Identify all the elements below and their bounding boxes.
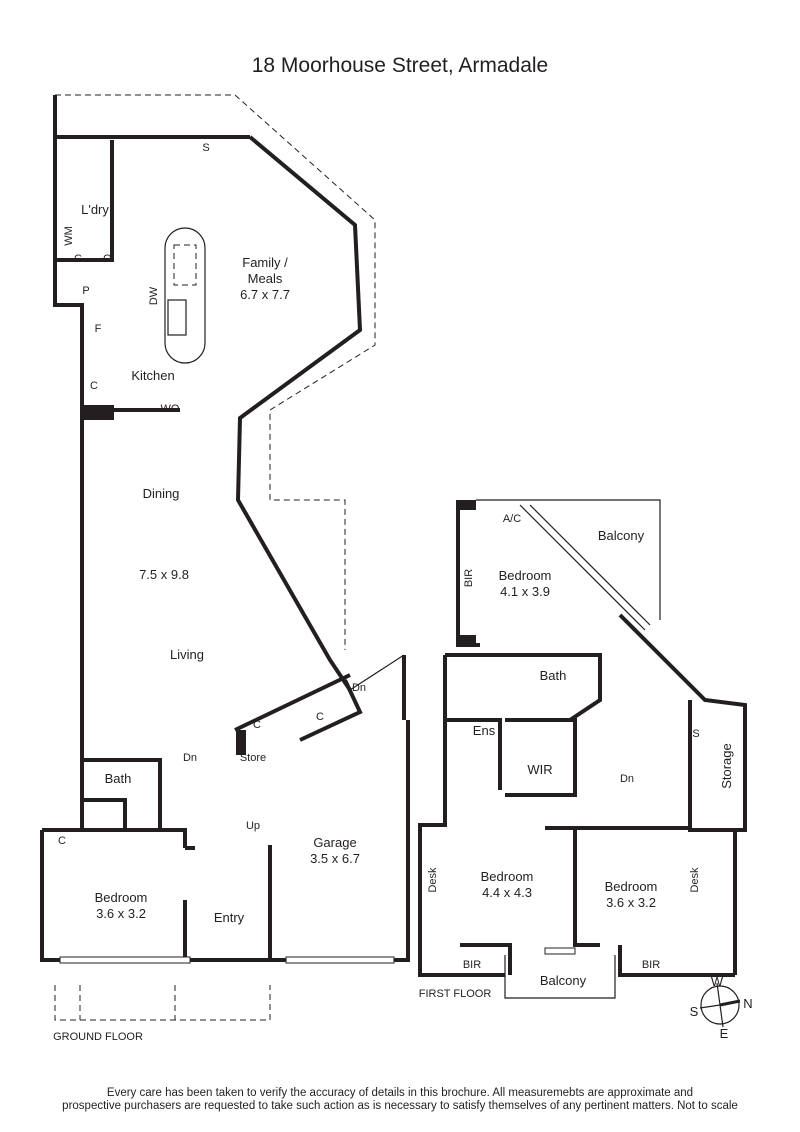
label-cupboard: C xyxy=(103,253,111,265)
room-bath: Bath xyxy=(540,668,567,683)
svg-text:S: S xyxy=(690,1004,699,1019)
room-living-dimensions: 7.5 x 9.8 xyxy=(139,567,189,582)
compass-icon: W N S E xyxy=(690,974,753,1041)
svg-text:N: N xyxy=(743,996,752,1011)
plan-title: 18 Moorhouse Street, Armadale xyxy=(251,54,549,77)
room-kitchen: Kitchen xyxy=(131,368,174,383)
label-wall-oven: WO xyxy=(161,403,180,415)
label-bir: BIR xyxy=(642,959,660,971)
room-wir: WIR xyxy=(527,762,552,777)
room-family: Family / xyxy=(242,255,288,270)
room-bedroom-dimensions: 4.1 x 3.9 xyxy=(500,584,550,599)
room-bedroom-dimensions: 3.6 x 3.2 xyxy=(96,906,146,921)
label-wm: WM xyxy=(63,226,75,246)
svg-text:E: E xyxy=(720,1026,729,1041)
label-pantry: P xyxy=(82,285,89,297)
room-bedroom: Bedroom xyxy=(605,879,658,894)
room-garage: Garage xyxy=(313,835,356,850)
label-cupboard: C xyxy=(58,835,66,847)
ground-floor-labels: L'dry WM C C P F C Kitchen WO DW S Famil… xyxy=(53,142,366,1043)
label-dishwasher: DW xyxy=(148,286,160,305)
room-balcony: Balcony xyxy=(540,973,587,988)
label-ac: A/C xyxy=(503,513,521,525)
label-stairs-down: Dn xyxy=(183,752,197,764)
label-bir: BIR xyxy=(463,569,475,587)
label-cupboard: C xyxy=(253,719,261,731)
room-laundry: L'dry xyxy=(81,202,109,217)
disclaimer: Every care has been taken to verify the … xyxy=(62,1087,738,1112)
room-bedroom-dimensions: 3.6 x 3.2 xyxy=(606,895,656,910)
label-stairs-up: Up xyxy=(246,820,260,832)
label-desk: Desk xyxy=(689,867,701,893)
first-floor-label: FIRST FLOOR xyxy=(419,988,492,1000)
label-shelf: S xyxy=(692,728,699,740)
label-fridge: F xyxy=(95,323,102,335)
label-shelf: S xyxy=(202,142,209,154)
label-cupboard: C xyxy=(316,711,324,723)
room-bedroom: Bedroom xyxy=(499,568,552,583)
ground-floor-walls xyxy=(40,95,410,962)
room-bedroom: Bedroom xyxy=(95,890,148,905)
label-desk: Desk xyxy=(427,867,439,893)
room-bedroom: Bedroom xyxy=(481,869,534,884)
label-stairs-down: Dn xyxy=(352,682,366,694)
label-stairs-down: Dn xyxy=(620,773,634,785)
room-family-dimensions: 6.7 x 7.7 xyxy=(240,287,290,302)
room-balcony: Balcony xyxy=(598,528,645,543)
ground-floor-label: GROUND FLOOR xyxy=(53,1031,143,1043)
room-bedroom-dimensions: 4.4 x 4.3 xyxy=(482,885,532,900)
label-cupboard: C xyxy=(90,380,98,392)
label-cupboard: C xyxy=(74,253,82,265)
svg-text:W: W xyxy=(711,974,724,989)
room-storage: Storage xyxy=(719,743,734,789)
room-living: Living xyxy=(170,647,204,662)
room-entry: Entry xyxy=(214,910,245,925)
first-floor-labels: A/C Balcony BIR Bedroom 4.1 x 3.9 Bath E… xyxy=(419,513,734,1000)
label-bir: BIR xyxy=(463,959,481,971)
room-store: Store xyxy=(240,752,266,764)
room-meals: Meals xyxy=(248,271,283,286)
first-floor-walls xyxy=(418,499,747,999)
room-garage-dimensions: 3.5 x 6.7 xyxy=(310,851,360,866)
room-bath: Bath xyxy=(105,771,132,786)
room-dining: Dining xyxy=(143,486,180,501)
room-ensuite: Ens xyxy=(473,723,496,738)
